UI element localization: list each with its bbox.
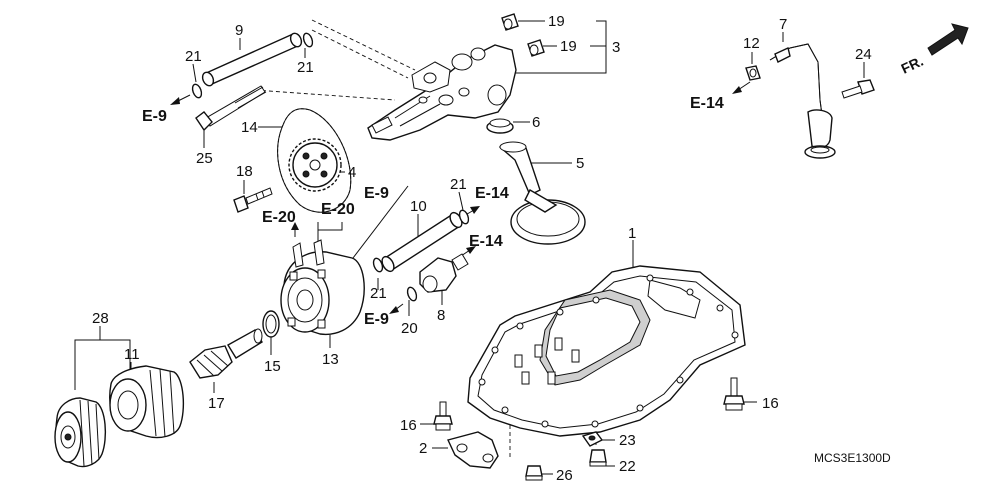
callout-11: 11 — [124, 346, 140, 363]
diagram-code: MCS3E1300D — [814, 451, 891, 465]
callout-1: 1 — [628, 225, 636, 242]
reference-labels: E-9 E-9 E-9 E-14 E-14 E-14 E-20 E-20 — [142, 95, 724, 328]
callout-9: 9 — [235, 22, 243, 39]
washer-icon — [458, 209, 470, 225]
reference-e9-left[interactable]: E-9 — [142, 108, 167, 125]
callout-6: 6 — [532, 114, 540, 131]
callout-15: 15 — [264, 358, 281, 375]
oil-cooler-part-13 — [280, 239, 365, 336]
bolt-part-16-left — [433, 401, 453, 431]
oil-pump-part-3 — [367, 44, 517, 141]
shaft-part-9 — [201, 32, 303, 87]
callout-16-right: 16 — [762, 395, 779, 412]
reference-e20-left[interactable]: E-20 — [262, 209, 296, 226]
reference-e9-low[interactable]: E-9 — [364, 311, 389, 328]
filter-housing-part-28 — [54, 397, 107, 468]
o-ring-part-6 — [486, 118, 514, 134]
pipe-part-10 — [381, 211, 463, 273]
sprocket-part-4 — [288, 138, 342, 192]
callout-19-second: 19 — [560, 38, 577, 55]
center-bolt-part-17 — [189, 328, 263, 379]
callout-19-top: 19 — [548, 13, 565, 30]
callout-7: 7 — [779, 16, 787, 33]
callout-10: 10 — [410, 198, 427, 215]
washer-icon — [191, 83, 203, 99]
reference-e9-mid[interactable]: E-9 — [364, 185, 389, 202]
callout-24: 24 — [855, 46, 872, 63]
callout-17: 17 — [208, 395, 225, 412]
callout-25: 25 — [196, 150, 213, 167]
callout-3: 3 — [612, 39, 620, 56]
drain-bolt-part-22 — [589, 449, 607, 467]
front-direction-label: FR. — [899, 53, 926, 77]
oil-filter-part-11 — [109, 365, 185, 439]
strainer-part-5 — [498, 141, 586, 245]
callout-labels: 1 2 3 4 5 6 7 8 9 10 11 12 13 14 15 16 1… — [92, 13, 872, 484]
o-ring-part-15 — [262, 310, 280, 338]
reference-e14-low[interactable]: E-14 — [469, 233, 503, 250]
callout-26: 26 — [556, 467, 573, 484]
front-direction-marker: FR. — [899, 23, 969, 77]
oil-pipe-part-7 — [769, 43, 836, 159]
callout-21-mid: 21 — [450, 176, 467, 193]
nut-part-26 — [525, 465, 543, 481]
callout-18: 18 — [236, 163, 253, 180]
nut-part-23 — [581, 431, 604, 447]
callout-20: 20 — [401, 320, 418, 337]
callout-2: 2 — [419, 440, 427, 457]
bolt-part-16-right — [723, 377, 745, 411]
washer-icon — [302, 32, 314, 48]
callout-5: 5 — [576, 155, 584, 172]
chain-part-14 — [277, 108, 352, 213]
callout-4: 4 — [348, 164, 356, 181]
callout-23: 23 — [619, 432, 636, 449]
callout-13: 13 — [322, 351, 339, 368]
bolt-part-24 — [841, 79, 875, 99]
callout-28: 28 — [92, 310, 109, 327]
callout-22: 22 — [619, 458, 636, 475]
reference-e14-right[interactable]: E-14 — [690, 95, 724, 112]
union-part-8 — [419, 253, 469, 293]
callout-12: 12 — [743, 35, 760, 52]
reference-e20-right[interactable]: E-20 — [321, 201, 355, 218]
bolt-part-25 — [195, 85, 267, 132]
oil-pan-part-1 — [467, 265, 746, 437]
reference-e14-mid[interactable]: E-14 — [475, 185, 509, 202]
nut-part-12 — [745, 65, 761, 81]
callout-21-top-right: 21 — [297, 59, 314, 76]
callout-21-low: 21 — [370, 285, 387, 302]
bracket-part-2 — [447, 431, 499, 469]
washer-icon — [372, 257, 384, 273]
callout-8: 8 — [437, 307, 445, 324]
callout-16-left: 16 — [400, 417, 417, 434]
dowel-pins-part-19 — [501, 13, 545, 57]
bolt-part-18 — [233, 187, 273, 213]
callout-21-top-left: 21 — [185, 48, 202, 65]
washer-icon — [406, 286, 418, 302]
callout-14: 14 — [241, 119, 258, 136]
